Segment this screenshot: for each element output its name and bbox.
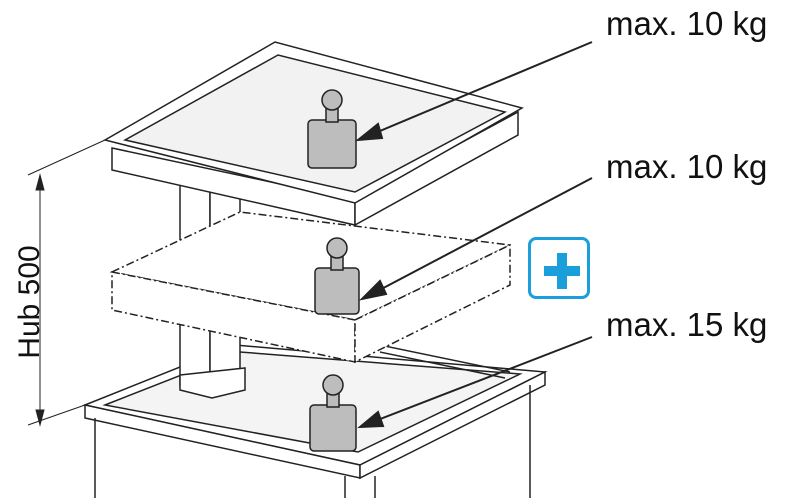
load-arrows: [354, 41, 593, 429]
middle-load-label: max. 10 kg: [606, 148, 768, 185]
weight-top: [307, 89, 357, 169]
weight-bottom: [309, 374, 357, 452]
stroke-dimension: [27, 139, 106, 427]
weights: [307, 89, 360, 452]
top-load-label: max. 10 kg: [606, 5, 768, 42]
bottom-load-label: max. 15 kg: [606, 306, 768, 343]
weight-middle: [314, 237, 360, 315]
stroke-label: Hub 500: [13, 245, 46, 359]
plus-icon: [528, 237, 590, 299]
middle-tray-optional: [109, 211, 513, 364]
